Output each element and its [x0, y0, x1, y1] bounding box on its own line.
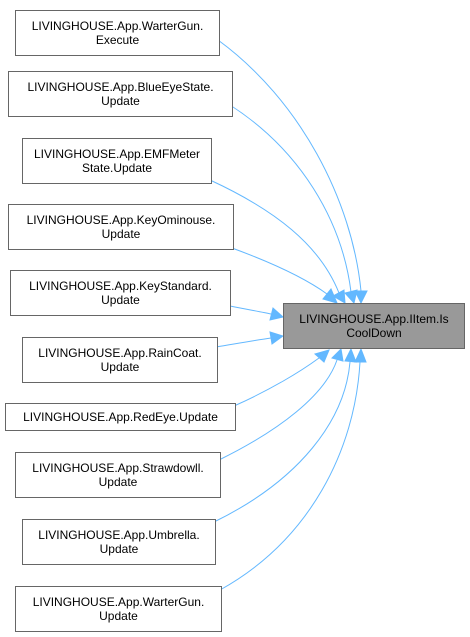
- edge-wartergun-update: [219, 347, 367, 591]
- caller-node-label-line2: Update: [101, 227, 141, 241]
- caller-node-emfmeterstate-update[interactable]: LIVINGHOUSE.App.EMFMeter State.Update: [22, 138, 212, 184]
- caller-node-strawdowll-update[interactable]: LIVINGHOUSE.App.Strawdowll. Update: [15, 452, 221, 498]
- caller-node-label-line1: LIVINGHOUSE.App.BlueEyeState.: [27, 80, 214, 94]
- arrowhead-icon: [269, 307, 285, 321]
- arrowhead-icon: [313, 349, 330, 363]
- caller-node-label-line2: State.Update: [81, 161, 153, 175]
- arrowhead-icon: [354, 347, 367, 363]
- caller-node-label-line1: LIVINGHOUSE.App.RainCoat.: [38, 346, 202, 360]
- caller-node-label-line1: LIVINGHOUSE.App.Umbrella.: [38, 528, 200, 542]
- arrowhead-icon: [331, 347, 344, 362]
- edge-keystandard-update: [229, 305, 285, 321]
- caller-node-label-line1: LIVINGHOUSE.App.WarterGun.: [31, 19, 204, 33]
- edges: [209, 39, 368, 591]
- edge-line: [229, 104, 352, 293]
- caller-node-wartergun-execute[interactable]: LIVINGHOUSE.App.WarterGun. Execute: [15, 10, 220, 56]
- edge-line: [217, 39, 362, 292]
- arrowhead-icon: [269, 331, 285, 345]
- edge-line: [215, 337, 272, 348]
- edge-raincoat-update: [215, 331, 285, 348]
- caller-node-label-line1: LIVINGHOUSE.App.EMFMeter: [33, 147, 201, 161]
- caller-node-label-line2: Update: [100, 360, 140, 374]
- caller-node-label-line1: LIVINGHOUSE.App.RedEye.Update: [23, 410, 218, 424]
- edge-line: [218, 359, 338, 461]
- edge-emfmeterstate-update: [209, 179, 346, 304]
- caller-node-label-line2: Update: [99, 609, 138, 623]
- edge-wartergun-execute: [217, 39, 368, 305]
- edge-line: [229, 305, 272, 315]
- edge-line: [233, 357, 320, 407]
- edge-keyominouse-update: [231, 247, 338, 304]
- caller-node-keyominouse-update[interactable]: LIVINGHOUSE.App.KeyOminouse. Update: [8, 204, 234, 250]
- arrowhead-icon: [354, 290, 368, 305]
- edge-blueeyestate-update: [229, 104, 358, 305]
- caller-node-blueeyestate-update[interactable]: LIVINGHOUSE.App.BlueEyeState. Update: [8, 71, 233, 117]
- edge-strawdowll-update: [218, 347, 344, 461]
- edge-line: [231, 247, 328, 295]
- caller-node-umbrella-update[interactable]: LIVINGHOUSE.App.Umbrella. Update: [22, 519, 216, 565]
- caller-node-wartergun-update[interactable]: LIVINGHOUSE.App.WarterGun. Update: [15, 586, 222, 632]
- target-node-label-line1: LIVINGHOUSE.App.IItem.Is: [299, 312, 449, 326]
- caller-node-label-line2: Update: [99, 542, 139, 556]
- arrowhead-icon: [331, 289, 346, 304]
- caller-node-label-line2: Update: [101, 94, 140, 108]
- caller-node-label-line1: LIVINGHOUSE.App.KeyStandard.: [29, 279, 212, 293]
- edge-line: [213, 361, 351, 523]
- edge-line: [219, 361, 361, 591]
- target-node-iitem-iscooldown[interactable]: LIVINGHOUSE.App.IItem.Is CoolDown: [283, 303, 465, 349]
- caller-node-raincoat-update[interactable]: LIVINGHOUSE.App.RainCoat. Update: [22, 337, 218, 383]
- arrowhead-icon: [344, 347, 357, 363]
- arrowhead-icon: [344, 289, 358, 305]
- caller-node-label-line2: Update: [101, 293, 140, 307]
- edge-redeye-update: [233, 349, 330, 407]
- target-node-label-line2: CoolDown: [346, 326, 402, 340]
- caller-node-label-line1: LIVINGHOUSE.App.Strawdowll.: [32, 461, 204, 475]
- caller-node-keystandard-update[interactable]: LIVINGHOUSE.App.KeyStandard. Update: [10, 270, 231, 316]
- edge-umbrella-update: [213, 347, 357, 523]
- caller-node-label-line1: LIVINGHOUSE.App.WarterGun.: [32, 595, 205, 609]
- caller-node-label-line2: Execute: [95, 33, 140, 47]
- edge-line: [209, 179, 340, 294]
- caller-node-label-line1: LIVINGHOUSE.App.KeyOminouse.: [26, 213, 216, 227]
- caller-node-label-line2: Update: [98, 475, 138, 489]
- arrowhead-icon: [322, 288, 338, 304]
- caller-node-redeye-update[interactable]: LIVINGHOUSE.App.RedEye.Update: [5, 403, 236, 431]
